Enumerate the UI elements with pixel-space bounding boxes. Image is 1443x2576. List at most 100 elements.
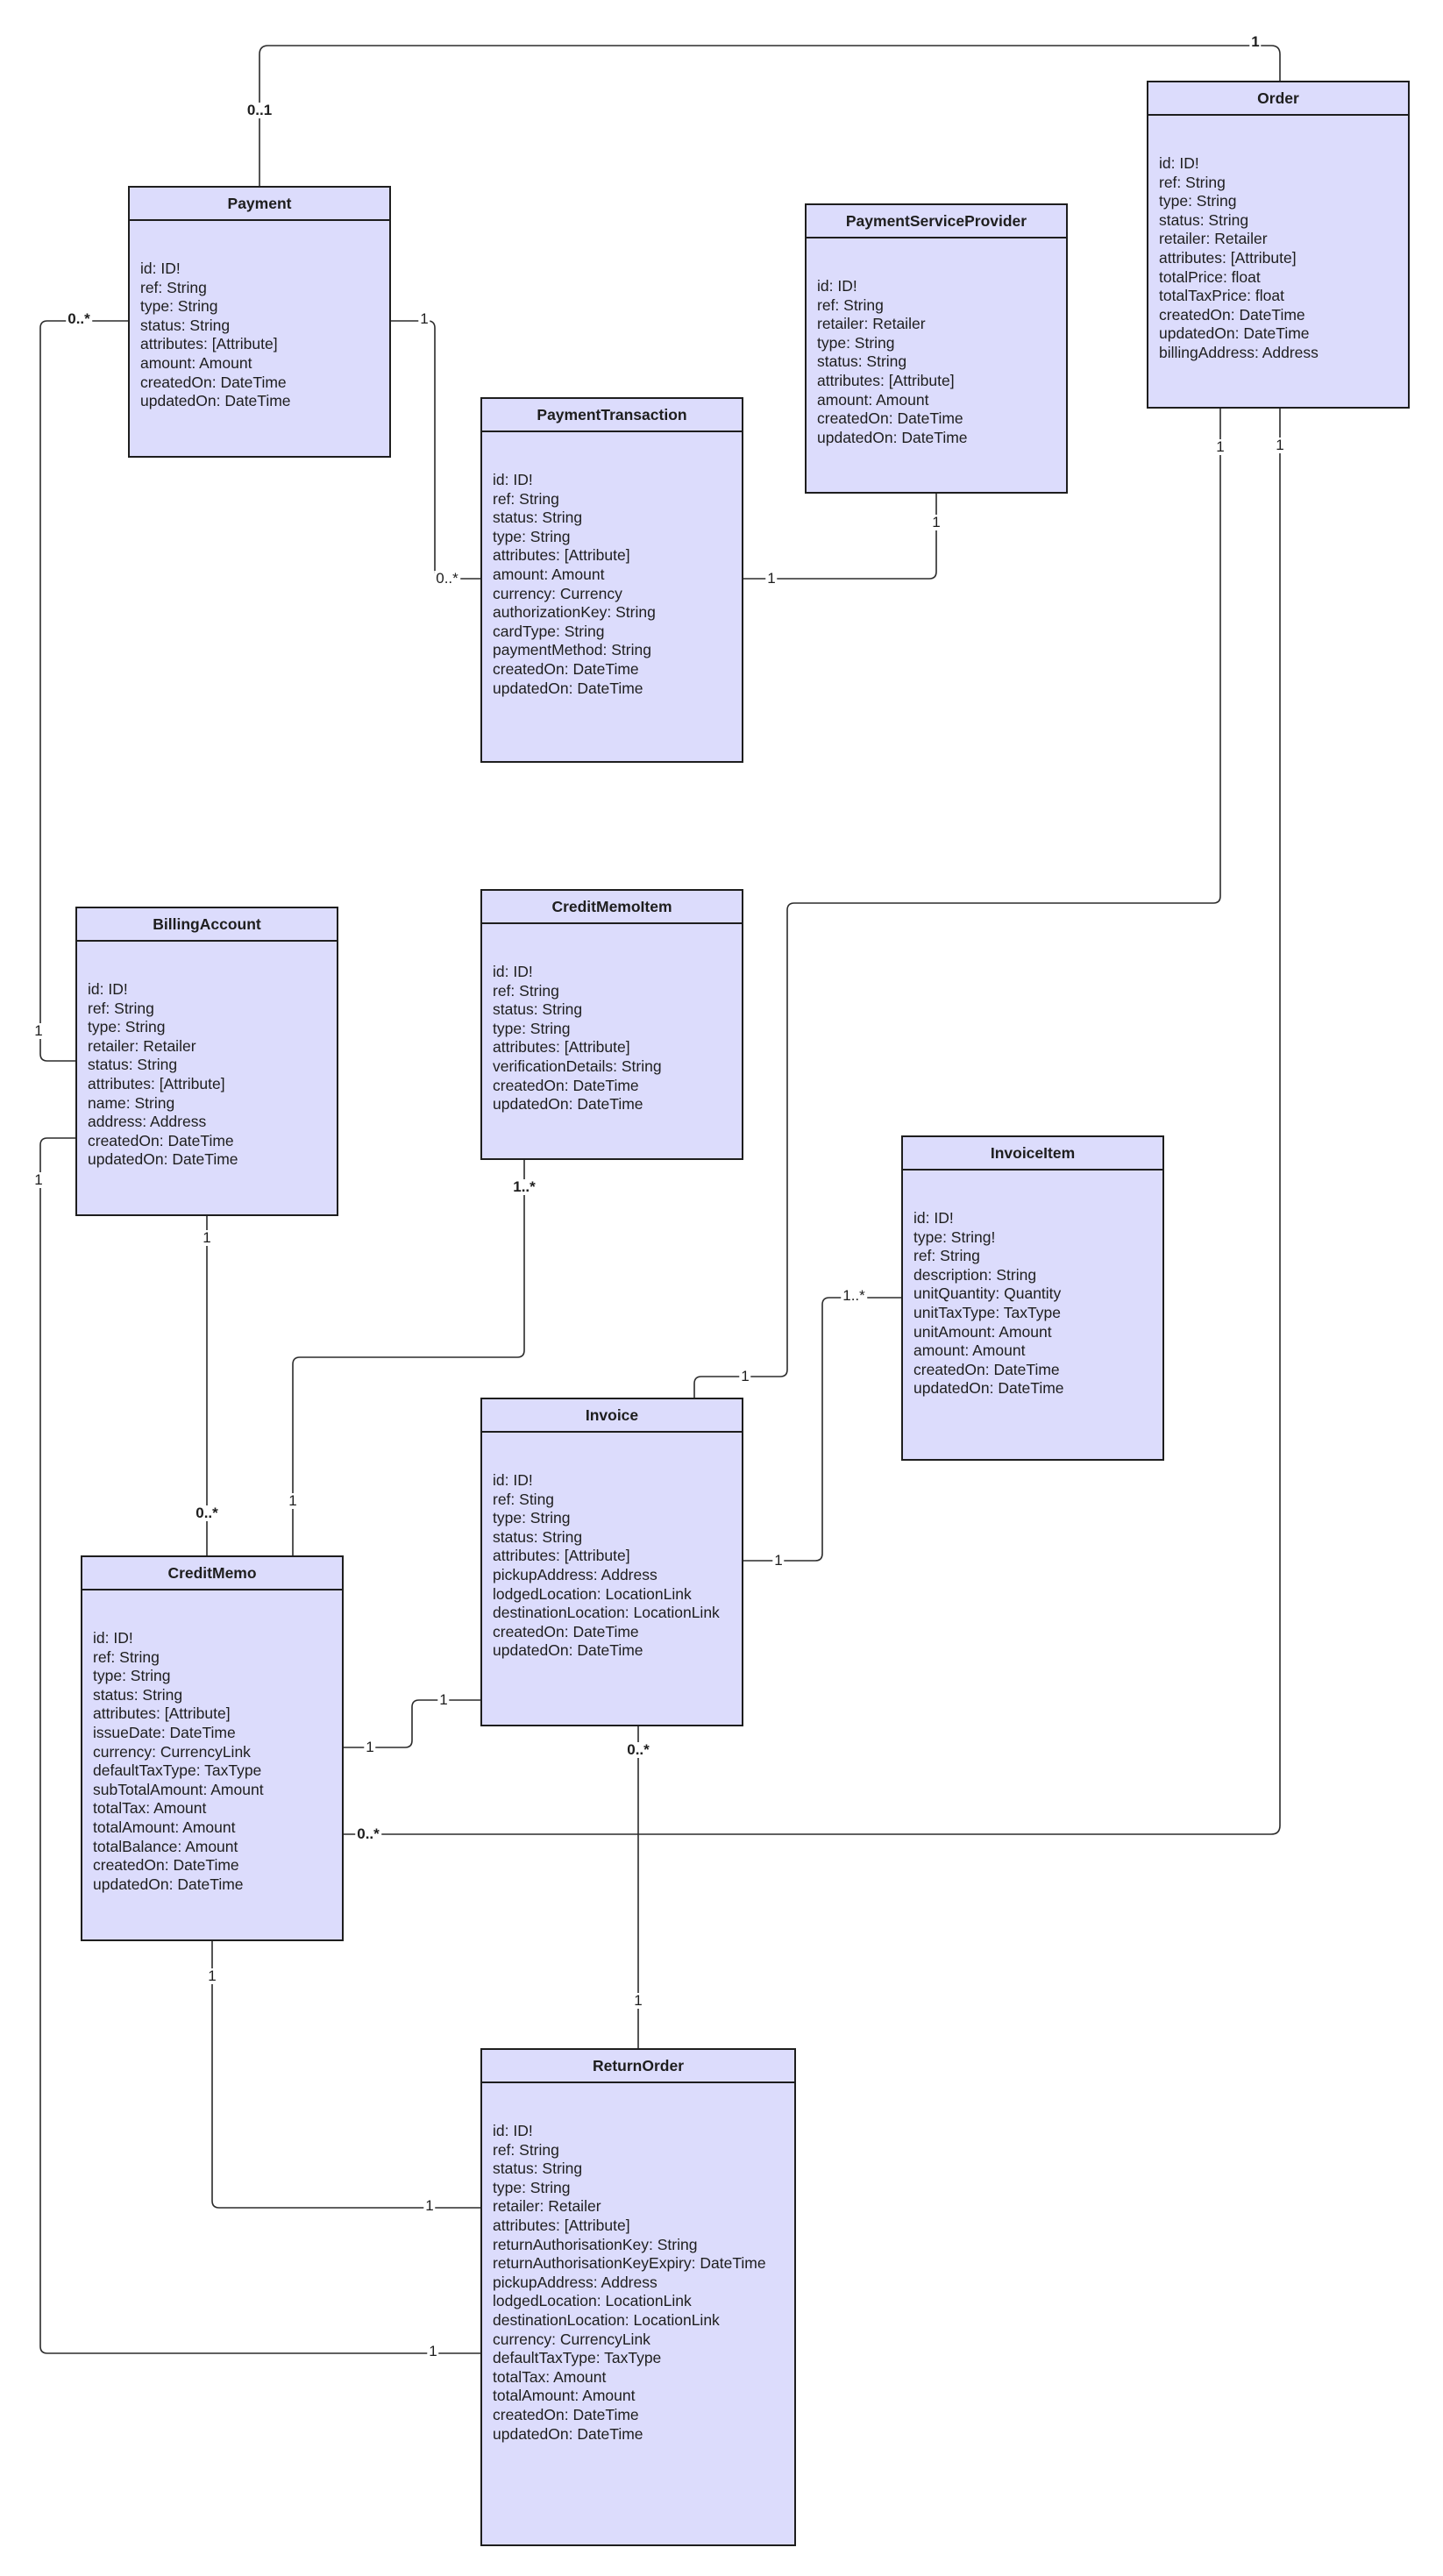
entity-field: attributes: [Attribute] [93,1704,231,1723]
entity-field: subTotalAmount: Amount [93,1780,264,1798]
entity-title: InvoiceItem [903,1137,1162,1171]
connector-payment-billingaccount[interactable] [39,320,128,1062]
multiplicity-label: 1 [930,514,942,530]
connector-payment-paymenttransaction[interactable] [391,320,480,580]
entity-field: currency: CurrencyLink [493,2330,650,2348]
connector-creditmemoitem-creditmemo[interactable] [292,1160,525,1555]
entity-field: updatedOn: DateTime [493,679,643,697]
entity-field: returnAuthorisationKeyExpiry: DateTime [493,2254,766,2273]
entity-title: PaymentTransaction [482,399,742,432]
connector-order-creditmemo[interactable] [344,409,1281,1835]
entity-field: createdOn: DateTime [493,1076,639,1094]
entity-field: retailer: Retailer [88,1036,196,1055]
multiplicity-label: 1..* [511,1178,537,1195]
entity-field: createdOn: DateTime [493,2405,639,2423]
multiplicity-label: 1 [206,1968,218,1984]
entity-field: amount: Amount [817,390,929,409]
connector-creditmemo-returnorder[interactable] [211,1941,480,2209]
entity-field: status: String [140,316,231,334]
entity-field: amount: Amount [140,353,252,372]
paymentserviceprovider-entity[interactable]: PaymentServiceProvider id: ID!ref: Strin… [805,203,1068,494]
entity-field: defaultTaxType: TaxType [493,2349,662,2367]
entity-field: destinationLocation: LocationLink [493,2310,720,2329]
connector-psp-paymenttransaction[interactable] [743,494,937,580]
connector-order-invoice[interactable] [693,409,1221,1398]
multiplicity-label: 0..* [66,310,92,327]
entity-field: status: String [493,2160,583,2178]
entity-field: ref: String [93,1647,160,1666]
entity-field: status: String [93,1685,183,1704]
connector-billingaccount-returnorder[interactable] [39,1137,480,2354]
connector-invoiceitem-invoice[interactable] [743,1297,901,1562]
connector-order-payment[interactable] [259,45,1281,186]
multiplicity-label: 1 [201,1229,213,1246]
entity-field: status: String [1159,210,1249,229]
entity-field: pickupAddress: Address [493,1565,658,1583]
entity-field: lodgedLocation: LocationLink [493,2292,692,2310]
entity-field: amount: Amount [493,565,605,583]
entity-field: attributes: [Attribute] [1159,248,1297,267]
invoiceitem-entity[interactable]: InvoiceItem id: ID!type: String!ref: Str… [901,1135,1164,1461]
entity-field: defaultTaxType: TaxType [93,1761,262,1780]
entity-field: id: ID! [913,1209,954,1227]
entity-field: type: String [93,1667,171,1685]
entity-field: issueDate: DateTime [93,1723,236,1741]
entity-field: currency: Currency [493,584,622,602]
entity-title: CreditMemo [82,1557,342,1590]
entity-field: returnAuthorisationKey: String [493,2235,698,2253]
entity-field: id: ID! [140,260,181,277]
entity-field: attributes: [Attribute] [88,1074,225,1092]
entity-field: ref: String [913,1247,980,1265]
entity-field: attributes: [Attribute] [493,2216,630,2234]
entity-field: ref: String [88,999,154,1017]
entity-field: attributes: [Attribute] [493,546,630,565]
entity-field: type: String [493,1019,571,1037]
entity-field: id: ID! [493,2122,533,2139]
multiplicity-label: 1 [418,310,430,327]
entity-field: totalBalance: Amount [93,1837,238,1855]
multiplicity-label: 1 [32,1171,45,1188]
entity-field: id: ID! [493,1471,533,1489]
entity-field: unitQuantity: Quantity [913,1284,1062,1303]
entity-title: BillingAccount [77,908,337,942]
entity-field: destinationLocation: LocationLink [493,1604,720,1622]
entity-field: status: String [493,1527,583,1546]
entity-field: type: String! [913,1228,996,1246]
entity-field: updatedOn: DateTime [913,1379,1064,1398]
entity-field: name: String [88,1093,175,1112]
entity-field: updatedOn: DateTime [493,1641,643,1660]
entity-field: id: ID! [817,277,857,295]
entity-field: authorizationKey: String [493,603,656,622]
entity-field: createdOn: DateTime [913,1360,1060,1378]
entity-field: retailer: Retailer [817,315,926,333]
entity-field: totalAmount: Amount [93,1818,236,1836]
entity-field: totalTaxPrice: float [1159,287,1284,305]
multiplicity-label: 0..* [355,1825,381,1842]
entity-field: createdOn: DateTime [140,373,287,391]
entity-field: ref: String [493,489,559,508]
entity-field: createdOn: DateTime [1159,305,1305,324]
entity-field: ref: String [817,295,884,314]
connector-invoice-creditmemo[interactable] [344,1699,480,1748]
multiplicity-label: 1 [765,570,778,587]
entity-field: description: String [913,1265,1037,1284]
entity-field: updatedOn: DateTime [88,1150,238,1169]
entity-field: type: String [88,1018,166,1036]
entity-field: type: String [493,1509,571,1527]
entity-field: ref: Sting [493,1490,555,1508]
